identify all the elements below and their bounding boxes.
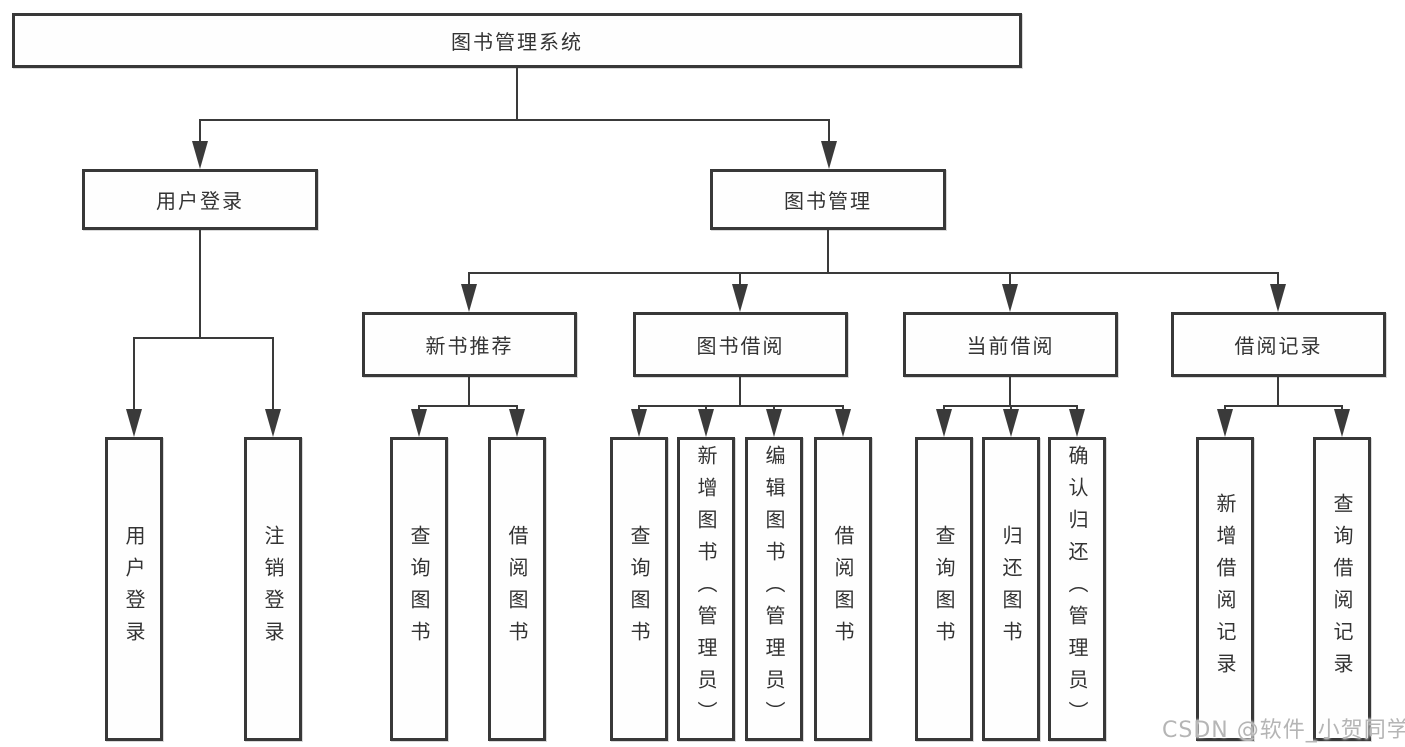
arrowhead-icon: [821, 141, 837, 169]
leaf-return-books: 归还图书: [982, 437, 1040, 741]
connector-line: [1076, 405, 1078, 411]
connector-line: [418, 405, 518, 407]
arrowhead-icon: [461, 284, 477, 312]
node-label: 图书管理: [784, 189, 872, 213]
connector-line: [199, 119, 830, 121]
leaf-query-books-recommend: 查询图书: [390, 437, 448, 741]
connector-line: [1010, 405, 1012, 411]
connector-line: [842, 405, 844, 411]
connector-line: [468, 272, 1279, 274]
leaf-borrow-books-recommend: 借阅图书: [488, 437, 546, 741]
node-label: 借阅记录: [1234, 334, 1323, 358]
node-label: 用户登录: [156, 189, 244, 213]
node-label: 当前借阅: [966, 334, 1055, 358]
leaf-edit-books-admin: 编辑图书（管理员）: [745, 437, 803, 741]
csdn-watermark: CSDN @软件_小贺同学: [1162, 718, 1405, 743]
node-label: 确认归还（管理员）: [1065, 445, 1089, 733]
node-label: 新增借阅记录: [1213, 493, 1237, 685]
leaf-logout: 注销登录: [244, 437, 302, 741]
connector-line: [418, 405, 420, 411]
arrowhead-icon: [631, 409, 647, 437]
node-label: 查询图书: [932, 525, 956, 653]
connector-line: [827, 230, 829, 274]
leaf-borrow-books: 借阅图书: [814, 437, 872, 741]
arrowhead-icon: [126, 409, 142, 437]
connector-line: [133, 337, 274, 339]
node-book-management: 图书管理: [710, 169, 946, 230]
node-root-library-management-system: 图书管理系统: [12, 13, 1022, 68]
arrowhead-icon: [1003, 409, 1019, 437]
connector-line: [1277, 377, 1279, 407]
leaf-query-books-borrow: 查询图书: [610, 437, 668, 741]
leaf-query-borrow-record: 查询借阅记录: [1313, 437, 1371, 741]
leaf-user-login: 用户登录: [105, 437, 163, 741]
connector-line: [828, 119, 830, 142]
node-book-borrowing: 图书借阅: [633, 312, 848, 377]
connector-line: [272, 337, 274, 409]
connector-line: [468, 272, 470, 286]
node-label: 编辑图书（管理员）: [762, 445, 786, 733]
node-label: 图书管理系统: [451, 30, 583, 54]
arrowhead-icon: [1334, 409, 1350, 437]
node-label: 注销登录: [261, 525, 285, 653]
connector-line: [1224, 405, 1226, 411]
connector-line: [705, 405, 707, 411]
connector-line: [1224, 405, 1342, 407]
arrowhead-icon: [192, 141, 208, 169]
connector-line: [199, 230, 201, 337]
connector-line: [773, 405, 775, 411]
node-borrowing-records: 借阅记录: [1171, 312, 1386, 377]
arrowhead-icon: [1069, 409, 1085, 437]
connector-line: [1009, 272, 1011, 286]
leaf-query-books-current: 查询图书: [915, 437, 973, 741]
connector-line: [739, 272, 741, 286]
connector-line: [739, 377, 741, 407]
arrowhead-icon: [1002, 284, 1018, 312]
node-label: 借阅图书: [831, 525, 855, 653]
connector-line: [1009, 377, 1011, 407]
arrowhead-icon: [1270, 284, 1286, 312]
connector-line: [133, 337, 135, 409]
node-label: 归还图书: [999, 525, 1023, 653]
connector-line: [516, 405, 518, 411]
connector-line: [199, 119, 201, 142]
node-label: 图书借阅: [696, 334, 785, 358]
node-user-login: 用户登录: [82, 169, 318, 230]
arrowhead-icon: [732, 284, 748, 312]
node-current-borrowing: 当前借阅: [903, 312, 1118, 377]
connector-line: [1341, 405, 1343, 411]
node-label: 新书推荐: [425, 334, 514, 358]
node-new-book-recommendation: 新书推荐: [362, 312, 577, 377]
node-label: 查询图书: [407, 525, 431, 653]
connector-line: [516, 68, 518, 120]
leaf-add-borrow-record: 新增借阅记录: [1196, 437, 1254, 741]
arrowhead-icon: [1217, 409, 1233, 437]
arrowhead-icon: [766, 409, 782, 437]
connector-line: [638, 405, 640, 411]
node-label: 查询借阅记录: [1330, 493, 1354, 685]
node-label: 借阅图书: [505, 525, 529, 653]
arrowhead-icon: [936, 409, 952, 437]
connector-line: [638, 405, 844, 407]
node-label: 查询图书: [627, 525, 651, 653]
arrowhead-icon: [509, 409, 525, 437]
leaf-confirm-return-admin: 确认归还（管理员）: [1048, 437, 1106, 741]
leaf-add-books-admin: 新增图书（管理员）: [677, 437, 735, 741]
node-label: 用户登录: [122, 525, 146, 653]
connector-line: [943, 405, 945, 411]
connector-line: [468, 377, 470, 407]
arrowhead-icon: [411, 409, 427, 437]
arrowhead-icon: [265, 409, 281, 437]
connector-line: [1277, 272, 1279, 286]
arrowhead-icon: [698, 409, 714, 437]
node-label: 新增图书（管理员）: [694, 445, 718, 733]
arrowhead-icon: [835, 409, 851, 437]
